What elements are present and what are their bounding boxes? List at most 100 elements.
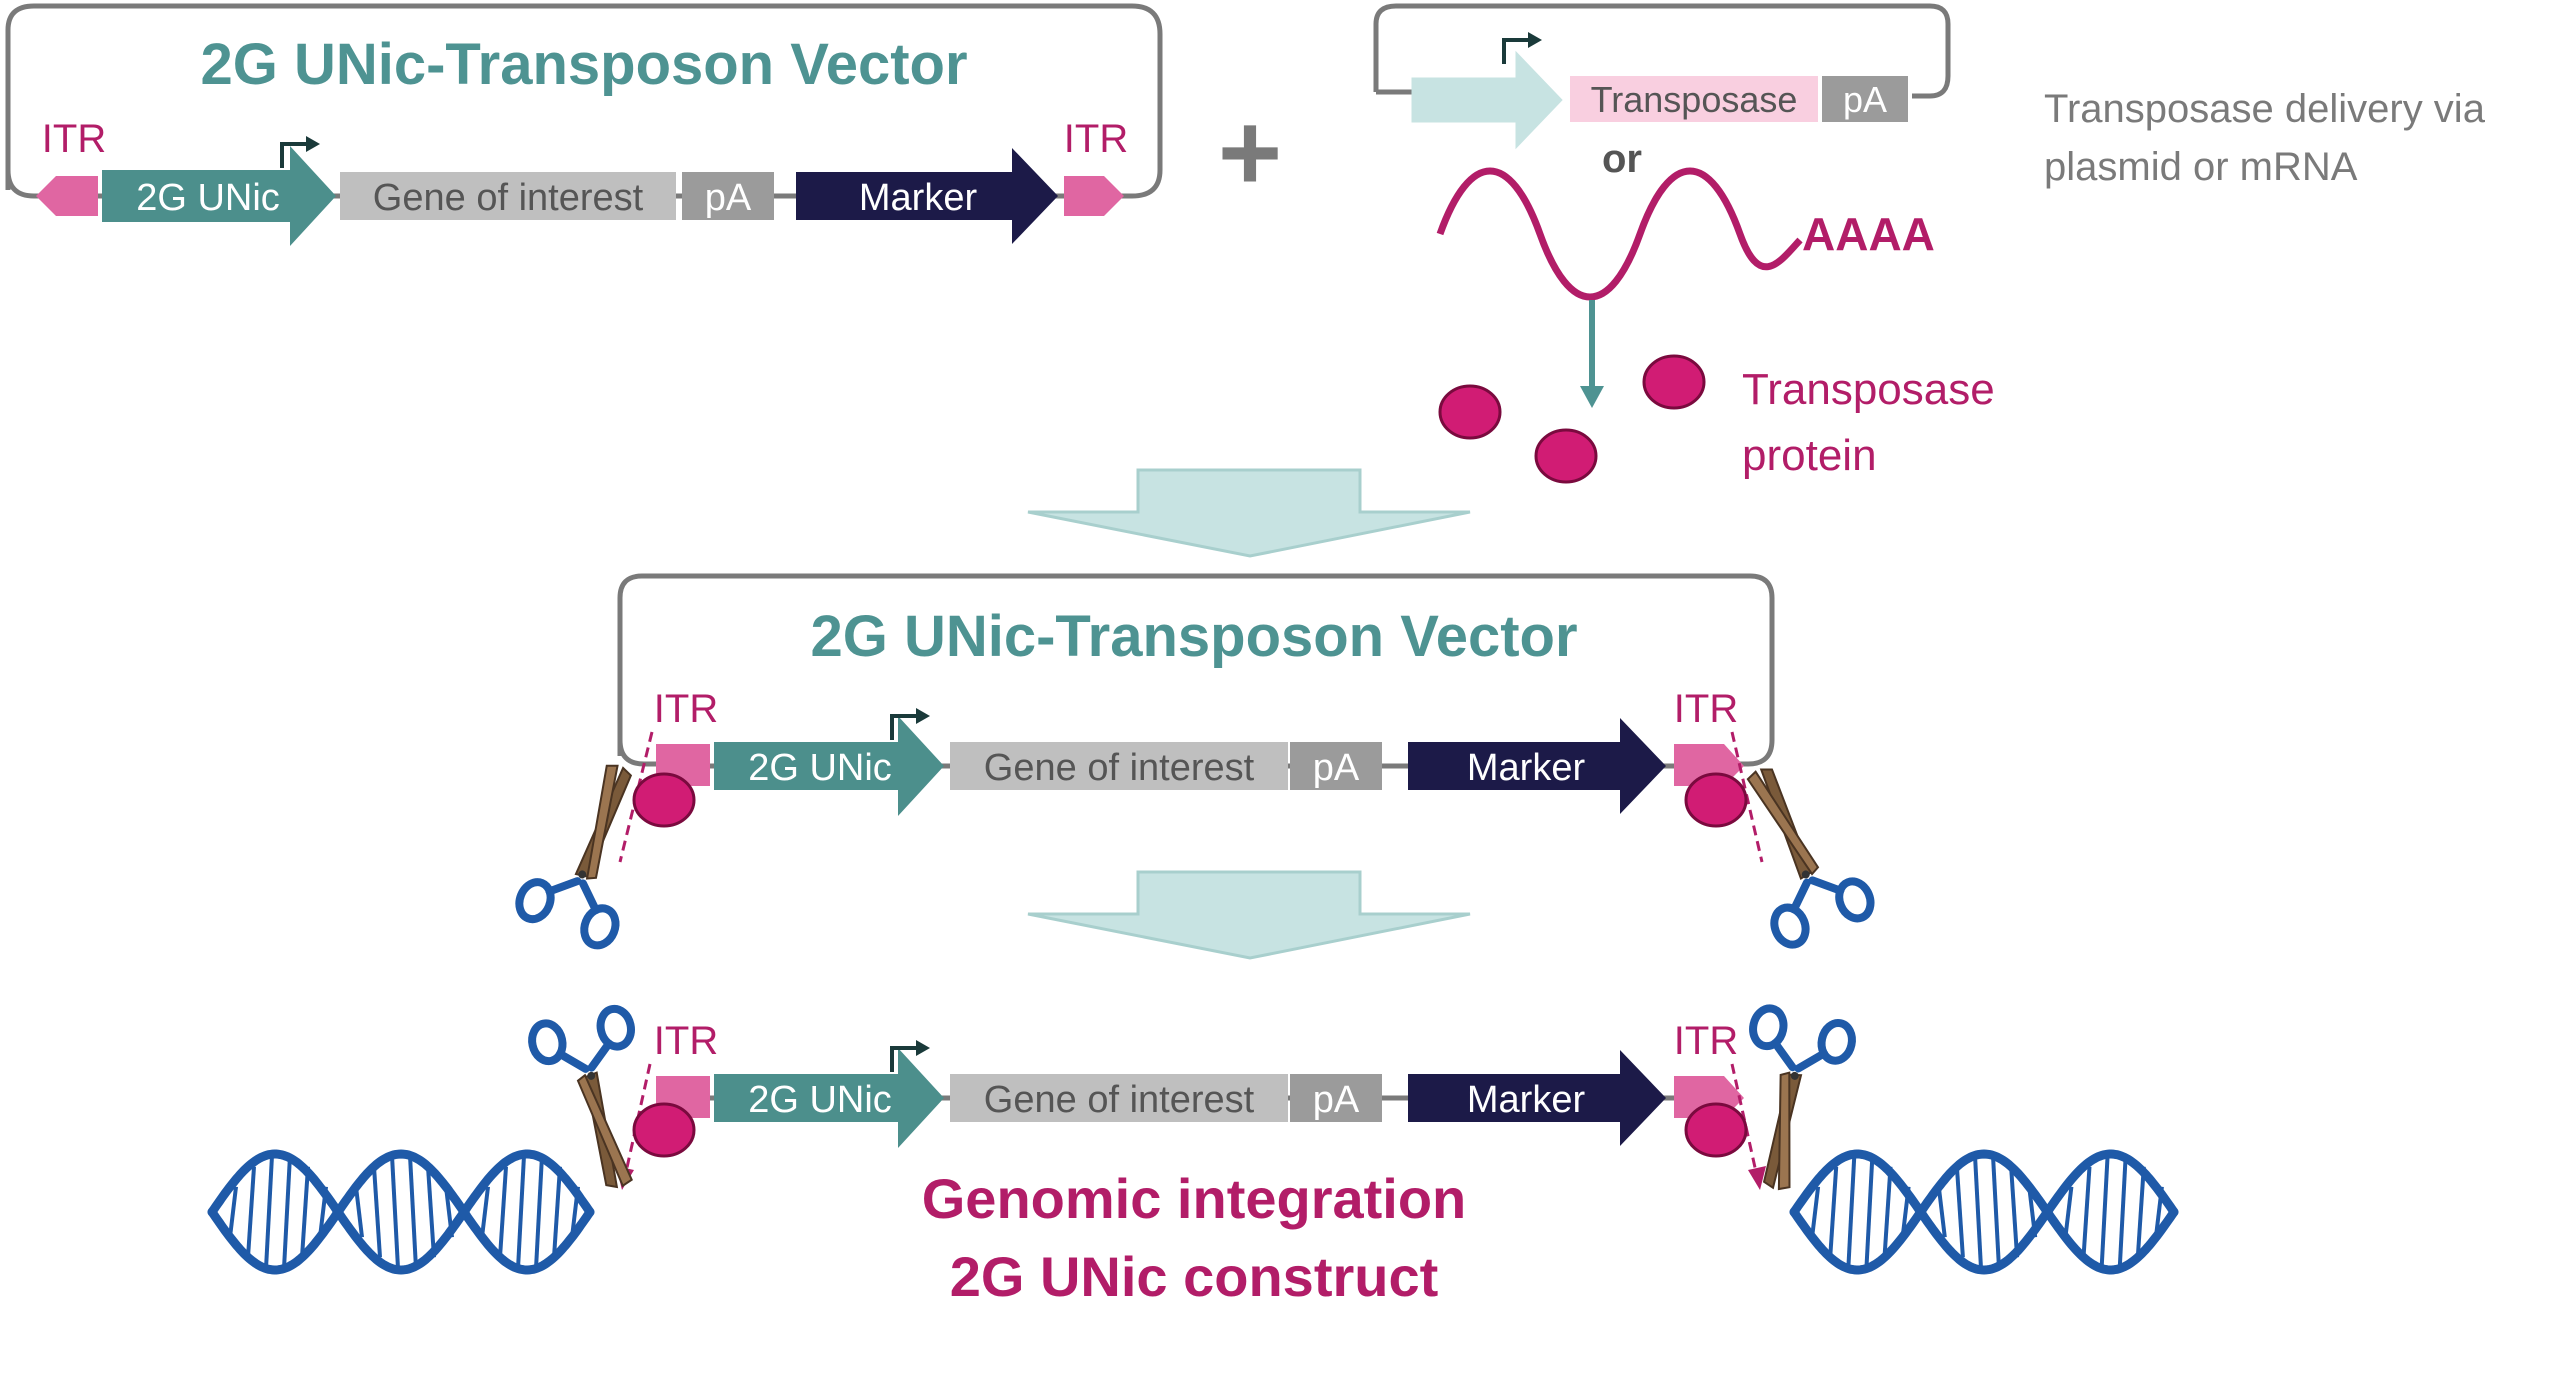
delivery-note-line2: plasmid or mRNA [2044,145,2358,189]
gene-box [340,172,676,220]
itr-left-element [36,176,98,216]
dna-base-pair [480,1186,490,1238]
dna-base-pair [2063,1186,2074,1238]
promoter-label: 2G UNic [748,1079,892,1121]
mrna-wave-icon [1436,167,1803,301]
marker-label: Marker [1467,747,1586,789]
protein-dot [1642,354,1706,410]
polya-tail-label: AAAA [1802,208,1935,260]
dna-base-pair [408,1155,418,1269]
dna-base-pair [516,1155,526,1269]
protein-dot [1438,384,1502,440]
itr-right-label: ITR [1674,687,1738,731]
transposase-gene-label: Transposase [1591,79,1798,120]
gene-label: Gene of interest [373,177,644,219]
protein-dot [1534,428,1598,484]
dna-base-pair [2099,1155,2110,1269]
or-label: or [1602,137,1642,181]
delivery-note-line1: Transposase delivery via [2044,87,2486,131]
dna-base-pair [1973,1155,1983,1269]
protein-label-line1: Transposase [1742,365,1995,414]
promoter-arrow [1411,50,1563,150]
protein-dot [1684,772,1748,828]
dna-base-pair [552,1166,562,1258]
promoter-arrow [714,1048,944,1148]
dna-base-pair [246,1166,256,1258]
promoter-label: 2G UNic [748,747,892,789]
dna-base-pair [282,1155,292,1269]
promoter-arrow [102,146,336,246]
dna-base-pair [1991,1155,2001,1269]
promoter-label: 2G UNic [136,177,280,219]
promoter-arrow [714,716,944,816]
dna-base-pair [354,1186,364,1238]
pa-label: pA [1843,79,1887,120]
vector-title: 2G UNic-Transposon Vector [200,32,967,97]
mrna: AAAA [1436,167,1935,301]
vector-title: 2G UNic-Transposon Vector [810,604,1577,669]
marker-arrow [796,148,1058,244]
itr-right-label: ITR [1674,1019,1738,1063]
pa-box [1290,742,1382,790]
dna-base-pair [1846,1155,1857,1269]
dna-strand [207,1149,595,1275]
scissors-icon [1718,750,1876,950]
dna-base-pair [1936,1186,1947,1238]
dna-base-pair [264,1155,274,1269]
itr-right-element [1064,176,1124,216]
dna-base-pair [1954,1166,1965,1258]
dna-base-pair [228,1186,238,1238]
pa-box [1822,76,1908,122]
dna-base-pair [2135,1166,2146,1258]
plus-icon: + [1218,91,1282,214]
dna-base-pair [2117,1155,2128,1269]
dna-base-pair [2009,1166,2020,1258]
marker-arrow [1408,1050,1666,1146]
top-vector: 2G UNic-Transposon Vector ITR 2G UNic Ge… [5,3,1163,246]
marker-label: Marker [859,177,978,219]
dna-base-pair [2081,1166,2092,1258]
protein-dot [632,772,696,828]
dna-helix-icon [1789,1149,2179,1275]
pa-box [1290,1074,1382,1122]
dna-base-pair [372,1166,382,1258]
dna-strand [1789,1149,2179,1275]
caption-line1: Genomic integration [922,1167,1467,1230]
transposase-box [1570,76,1818,122]
gene-label: Gene of interest [984,747,1255,789]
down-arrow-icon [1580,300,1604,408]
dna-strand [1789,1149,2179,1275]
gene-label: Gene of interest [984,1079,1255,1121]
dna-strand [207,1149,595,1275]
dna-base-pair [390,1155,400,1269]
pa-label: pA [705,177,752,219]
itr-left-label: ITR [42,117,106,161]
dna-base-pair [426,1166,436,1258]
pa-box [682,172,774,220]
transposase-plasmid: Transposase pA [1373,3,1951,150]
bottom-construct: ITR 2G UNic Gene of interest pA Marker I… [529,1006,1856,1308]
dna-base-pair [498,1166,508,1258]
dna-base-pair [300,1166,310,1258]
itr-left-label: ITR [654,1019,718,1063]
dna-base-pair [1828,1166,1839,1258]
transposase-proteins [1438,354,1706,484]
gene-box [950,742,1288,790]
itr-right-label: ITR [1064,117,1128,161]
dna-base-pair [1810,1186,1821,1238]
plasmid-backbone [5,3,1163,199]
protein-dot [1684,1102,1748,1158]
itr-left-label: ITR [654,687,718,731]
block-arrow-icon [1027,870,1471,960]
pa-label: pA [1313,747,1360,789]
caption-line2: 2G UNic construct [950,1245,1439,1308]
marker-label: Marker [1467,1079,1586,1121]
dna-helix-icon [207,1149,595,1275]
dna-base-pair [534,1155,544,1269]
block-arrow-icon [1027,468,1471,558]
middle-vector: 2G UNic-Transposon Vector ITR 2G UNic Ge… [514,573,1876,950]
gene-box [950,1074,1288,1122]
plasmid-backbone [617,573,1775,767]
protein-dot [632,1102,696,1158]
